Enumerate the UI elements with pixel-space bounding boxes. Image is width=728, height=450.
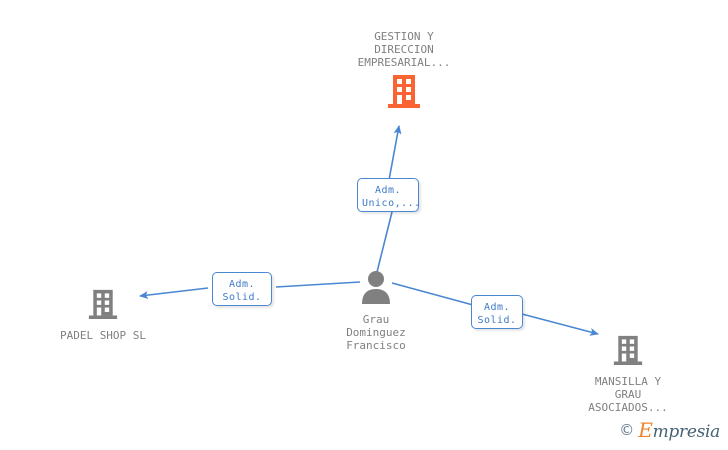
empresia-watermark: © Empresia	[619, 418, 720, 442]
company-building-icon	[553, 334, 703, 370]
node-grau-dominguez-francisco[interactable]: Grau Dominguez Francisco	[301, 270, 451, 352]
relation-box-adm-unico[interactable]: Adm. Unico,...	[357, 178, 420, 212]
empresia-logo: Empresia	[638, 418, 720, 442]
empresia-logo-rest: mpresia	[652, 422, 721, 442]
person-icon	[301, 270, 451, 308]
edge-person-to-adm-unico	[376, 211, 393, 273]
node-gestion-y-direccion-empresarial[interactable]: GESTION Y DIRECCION EMPRESARIAL...	[329, 30, 479, 113]
node-label: PADEL SHOP SL	[59, 329, 147, 342]
node-label: GESTION Y DIRECCION EMPRESARIAL...	[357, 30, 451, 69]
copyright-icon: ©	[619, 421, 635, 439]
empresia-logo-capital: E	[638, 418, 653, 442]
node-label: MANSILLA Y GRAU ASOCIADOS...	[588, 375, 668, 414]
node-label: Grau Dominguez Francisco	[346, 313, 406, 352]
edge-adm-unico-to-company	[388, 125, 402, 181]
company-building-icon	[329, 73, 479, 113]
relation-box-adm-solid-mansilla[interactable]: Adm. Solid.	[471, 295, 523, 329]
node-mansilla-y-grau-asociados[interactable]: MANSILLA Y GRAU ASOCIADOS...	[553, 334, 703, 414]
edge-adm-solid-right-to-mansilla	[521, 313, 599, 336]
node-padel-shop-sl[interactable]: PADEL SHOP SL	[28, 288, 178, 342]
company-building-icon	[28, 288, 178, 324]
relation-box-adm-solid-padel[interactable]: Adm. Solid.	[212, 272, 272, 306]
